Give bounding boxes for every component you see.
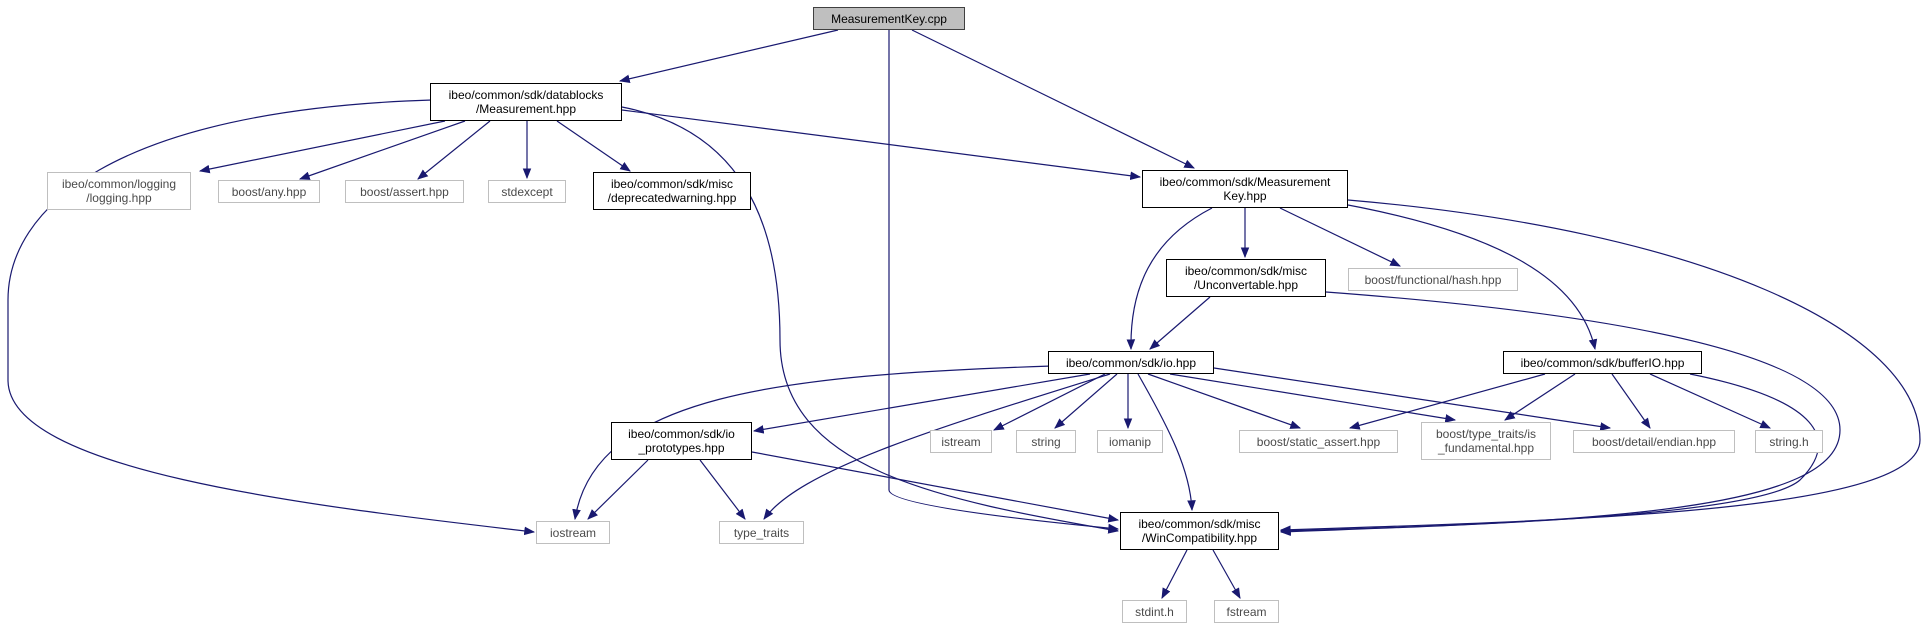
edge-measurement-to-any [298, 120, 466, 180]
edge-io-to-string [1054, 373, 1118, 429]
edge-mkey-to-io [1126, 207, 1213, 351]
node-mkey[interactable]: ibeo/common/sdk/Measurement Key.hpp [1142, 170, 1348, 208]
node-any: boost/any.hpp [218, 180, 320, 203]
edge-mkey-to-bufferio [1319, 199, 1598, 351]
edge-bufferio-to-wincompat [1279, 373, 1819, 536]
edge-ioproto-to-iostream [587, 459, 649, 520]
node-stdint: stdint.h [1122, 600, 1187, 623]
node-deprecated[interactable]: ibeo/common/sdk/misc /deprecatedwarning.… [593, 172, 751, 210]
edge-mkey-to-hash [1279, 207, 1401, 267]
node-hash: boost/functional/hash.hpp [1348, 268, 1518, 291]
edge-layer [7, 29, 1921, 599]
node-bufferio[interactable]: ibeo/common/sdk/bufferIO.hpp [1503, 351, 1702, 374]
edge-io-to-staticassert [1147, 373, 1302, 429]
node-fstream: fstream [1214, 600, 1279, 623]
edge-measurement-to-mkey [621, 109, 1142, 181]
node-ioproto[interactable]: ibeo/common/sdk/io _prototypes.hpp [611, 422, 752, 460]
edge-measurement-to-wincompat [621, 106, 1120, 534]
node-iostream: iostream [536, 521, 610, 544]
edge-io-to-iostream [572, 365, 1053, 521]
node-isfund: boost/type_traits/is _fundamental.hpp [1421, 422, 1551, 460]
edge-root-to-measurement [618, 29, 839, 83]
node-logging: ibeo/common/logging /logging.hpp [47, 172, 191, 210]
edge-root-to-mkey [911, 29, 1195, 169]
node-string: string [1016, 430, 1076, 453]
edge-unconv-to-wincompat [1279, 291, 1841, 536]
edge-measurement-to-assert [417, 120, 491, 180]
edge-bufferio-to-stringh [1649, 373, 1771, 429]
edge-bufferio-to-endian [1611, 373, 1651, 429]
edge-ioproto-to-wincompat [751, 451, 1120, 523]
node-root[interactable]: MeasurementKey.cpp [813, 7, 965, 30]
node-unconv[interactable]: ibeo/common/sdk/misc /Unconvertable.hpp [1166, 259, 1326, 297]
node-typetraits: type_traits [719, 521, 804, 544]
edge-io-to-endian [1213, 367, 1612, 431]
edge-bufferio-to-isfund [1504, 373, 1576, 421]
edge-measurement-to-iostream [7, 99, 536, 536]
edge-bufferio-to-staticassert [1348, 373, 1546, 430]
edge-io-to-ioproto [752, 373, 1091, 434]
edge-io-to-typetraits [763, 373, 1111, 520]
node-stdexcept: stdexcept [488, 180, 566, 203]
node-wincompat[interactable]: ibeo/common/sdk/misc /WinCompatibility.h… [1120, 512, 1279, 550]
node-stringh: string.h [1755, 430, 1823, 453]
node-istream: istream [930, 430, 992, 453]
edge-ioproto-to-typetraits [699, 459, 746, 520]
edge-io-to-istream [993, 373, 1106, 431]
node-measurement[interactable]: ibeo/common/sdk/datablocks /Measurement.… [430, 83, 622, 121]
node-iomanip: iomanip [1097, 430, 1163, 453]
edge-wincompat-to-fstream [1212, 549, 1241, 599]
edge-measurement-to-logging [198, 120, 446, 174]
node-assert: boost/assert.hpp [345, 180, 464, 203]
node-staticassert: boost/static_assert.hpp [1239, 430, 1398, 453]
node-endian: boost/detail/endian.hpp [1573, 430, 1735, 453]
edge-measurement-to-deprecated [556, 120, 631, 172]
edge-root-to-wincompat [888, 30, 1120, 533]
edge-wincompat-to-stdint [1161, 549, 1188, 599]
node-io[interactable]: ibeo/common/sdk/io.hpp [1048, 351, 1214, 374]
edge-unconv-to-io [1149, 296, 1211, 350]
edge-io-to-wincompat [1137, 373, 1196, 512]
